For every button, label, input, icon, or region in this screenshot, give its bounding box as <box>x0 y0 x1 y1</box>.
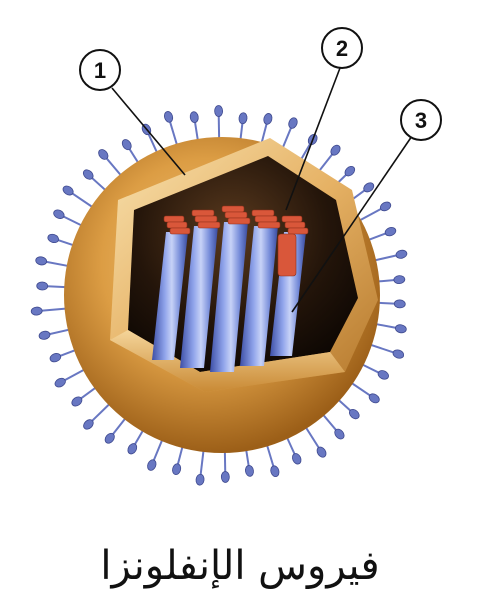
protein-coil <box>254 215 278 223</box>
label-2-circle <box>321 27 363 69</box>
spike-head <box>288 117 298 129</box>
label-2-text: 2 <box>336 36 348 61</box>
protein-coil <box>221 205 245 213</box>
protein-coil <box>163 215 185 223</box>
spike-head <box>172 463 182 476</box>
callout-line-1 <box>111 87 186 176</box>
protein-coil <box>224 211 248 219</box>
spike-head <box>62 185 74 196</box>
protein-segment <box>277 233 297 277</box>
protein-coil <box>166 221 188 229</box>
spike-head <box>392 349 405 359</box>
spike-head <box>395 249 408 259</box>
spike-head <box>47 233 59 244</box>
protein-coil <box>197 221 221 229</box>
spike-head <box>127 443 138 455</box>
spike-head <box>30 306 43 316</box>
spike-head <box>147 459 157 471</box>
protein-coil <box>284 221 306 229</box>
spike-head <box>334 428 345 440</box>
spike-head <box>363 182 375 193</box>
spike-head <box>220 471 230 483</box>
spike-head <box>82 169 94 180</box>
cutaway-floor <box>110 330 345 392</box>
spike-head <box>377 370 389 380</box>
spike-head <box>330 144 341 156</box>
spike-head <box>36 281 49 291</box>
spike-head <box>349 408 360 420</box>
protein-coil <box>194 215 218 223</box>
label-1: 1 <box>79 49 121 91</box>
spike-head <box>393 275 406 285</box>
spike-head <box>83 419 94 430</box>
protein-coil <box>287 227 309 235</box>
rna-rod <box>240 226 278 366</box>
spike-head <box>270 465 280 478</box>
spike-head <box>368 393 380 404</box>
spike-head <box>121 139 132 151</box>
spike-head <box>98 149 109 160</box>
label-3: 3 <box>400 99 442 141</box>
diagram-caption: فيروس الإنفلونزا <box>100 543 380 589</box>
spike-head <box>379 201 392 212</box>
label-2: 2 <box>321 27 363 69</box>
protein-coil <box>257 221 281 229</box>
spike-head <box>189 111 199 124</box>
spike-head <box>54 377 66 388</box>
rna-rod <box>180 226 218 368</box>
spike-head <box>53 209 65 219</box>
spike-head <box>384 227 397 237</box>
spike-head <box>238 112 248 125</box>
callout-line-2 <box>285 67 341 211</box>
spike-head <box>38 330 51 340</box>
protein-coil <box>169 227 191 235</box>
label-1-text: 1 <box>94 58 106 83</box>
rna-rod <box>152 232 188 360</box>
spike-head <box>35 256 48 266</box>
spike-head <box>195 473 205 486</box>
spike-head <box>49 353 62 363</box>
spike-head <box>292 453 302 465</box>
protein-coil <box>227 217 251 225</box>
spike-head <box>394 324 407 334</box>
spike-head <box>263 113 273 125</box>
label-1-circle <box>79 49 121 91</box>
spike-head <box>104 432 115 444</box>
spike-head <box>245 465 254 477</box>
spike-head <box>164 111 174 123</box>
protein-coil <box>251 209 275 217</box>
label-3-text: 3 <box>415 108 427 133</box>
rna-rod <box>210 222 248 372</box>
spike-head <box>393 299 406 309</box>
callout-lines <box>111 67 413 313</box>
protein-coil <box>281 215 303 223</box>
spike-head <box>71 396 83 407</box>
rna-rod <box>270 232 306 356</box>
protein-coil <box>191 209 215 217</box>
spike-head <box>344 165 356 177</box>
label-3-circle <box>400 99 442 141</box>
ribonucleoprotein-bundle <box>152 205 309 372</box>
callout-line-3 <box>291 135 413 313</box>
spike-head <box>214 105 224 117</box>
spike-head <box>316 446 327 458</box>
